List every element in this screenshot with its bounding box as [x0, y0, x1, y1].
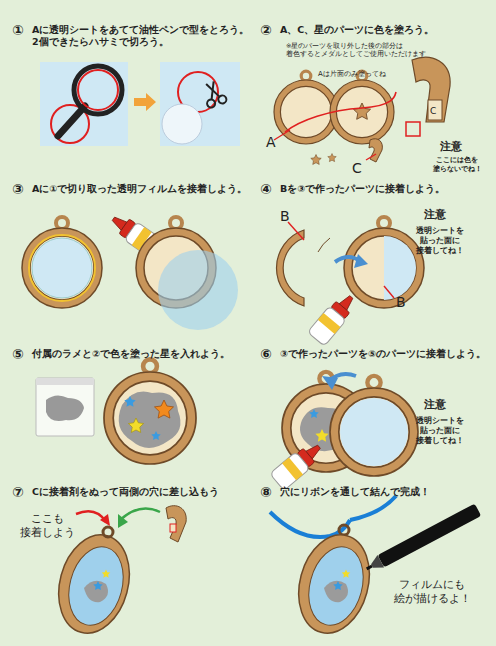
step-number: ④	[260, 181, 272, 199]
step2-illustration	[274, 57, 450, 164]
note-text: ここも 接着しよう	[16, 512, 78, 540]
hole-loop	[339, 525, 349, 535]
film	[32, 238, 92, 298]
pendant	[48, 527, 140, 641]
step5-illustration	[36, 359, 196, 464]
part-letter: C	[352, 160, 362, 178]
step-number: ⑦	[12, 484, 24, 502]
part-a-handle	[58, 106, 85, 136]
part-letter: B	[280, 208, 290, 226]
instruction-text: Aに①で切り取った透明フィルムを接着しよう。	[32, 183, 247, 195]
step-number: ②	[260, 22, 272, 40]
instruction-text: Aに透明シートをあてて油性ペンで型をとろう。 2個できたらハサミで切ろう。	[32, 24, 248, 48]
step8-illustration	[270, 496, 481, 641]
note-text: フィルムにも 絵が描けるよ！	[390, 578, 474, 606]
arrow	[134, 93, 156, 111]
leader-line	[384, 286, 394, 298]
step-number: ①	[12, 22, 24, 40]
marker-pen	[363, 503, 481, 575]
film	[384, 236, 416, 300]
step1-illustration	[40, 62, 240, 146]
scissors	[200, 79, 227, 108]
arrowhead	[322, 376, 338, 390]
arrowhead	[118, 514, 128, 528]
glitter	[46, 395, 84, 421]
note-text: Aは片面のみ塗ってね	[318, 70, 386, 79]
pendant-window	[61, 541, 132, 632]
traced-circle	[78, 70, 118, 110]
step6-illustration	[270, 372, 418, 491]
instruction-text: ③で作ったパーツを⑤のパーツに接着しよう。	[280, 348, 486, 360]
part-b-edge	[318, 238, 330, 252]
part-c	[369, 139, 382, 162]
instruction-text: Cに接着剤をぬって両側の穴に差し込もう	[32, 486, 219, 498]
glitter-bag	[36, 378, 94, 436]
glitter	[324, 581, 348, 602]
part-letter: A	[266, 134, 276, 152]
pendant-window	[301, 541, 372, 632]
clear-sheet	[40, 62, 128, 146]
part-a-frame	[74, 66, 122, 114]
caution-heading: 注意	[424, 398, 446, 412]
note-text: ※星のパーツを取り外した後の部分は 着色するとメダルとしてご使用いただけます	[286, 42, 424, 58]
instruction-text: 穴にリボンを通して結んで完成！	[280, 486, 430, 498]
cut-circle	[162, 104, 202, 144]
film	[340, 398, 408, 466]
caution-note: 透明シートを 貼った面に 接着してね！	[410, 226, 470, 256]
instruction-text: Bを③で作ったパーツに接着しよう。	[280, 183, 445, 195]
step-number: ⑥	[260, 346, 272, 364]
film	[158, 250, 238, 330]
caution-heading: 注意	[440, 140, 462, 154]
leader-line	[366, 154, 376, 160]
part-letter: C	[430, 106, 436, 117]
instruction-text: 付属のラメと②で色を塗った星を入れよう。	[32, 348, 230, 360]
highlight-box	[406, 122, 420, 136]
caution-note: 透明シートを 貼った面に 接着してね！	[410, 416, 470, 446]
leader-line	[274, 130, 290, 140]
part-letter: B	[396, 294, 406, 312]
step4-illustration	[276, 217, 424, 346]
step3-illustration	[22, 210, 238, 330]
no-paint-area	[428, 100, 442, 120]
glue-area	[170, 524, 176, 532]
step-number: ③	[12, 181, 24, 199]
leader-line	[288, 222, 304, 240]
step-number: ⑧	[260, 484, 272, 502]
glitter	[84, 581, 108, 602]
arrowhead	[354, 254, 368, 268]
leader-line	[285, 92, 396, 132]
caution-heading: 注意	[424, 208, 446, 222]
hole-loop	[103, 527, 113, 537]
clear-sheet	[160, 62, 240, 146]
part-c	[166, 506, 186, 542]
pendant	[288, 527, 380, 641]
ribbon	[350, 496, 396, 520]
arrowhead	[100, 514, 110, 526]
instruction-text: A、C、星のパーツに色を塗ろう。	[280, 24, 434, 36]
part-c-large	[412, 57, 450, 122]
ribbon	[270, 512, 350, 537]
step-number: ⑤	[12, 346, 24, 364]
part-b	[276, 230, 304, 306]
caution-note: ここには色を 塗らないでね！	[430, 156, 484, 174]
bag-seal	[36, 378, 94, 385]
glitter	[119, 392, 181, 449]
arrow	[120, 508, 160, 520]
glue-ring	[29, 235, 95, 301]
